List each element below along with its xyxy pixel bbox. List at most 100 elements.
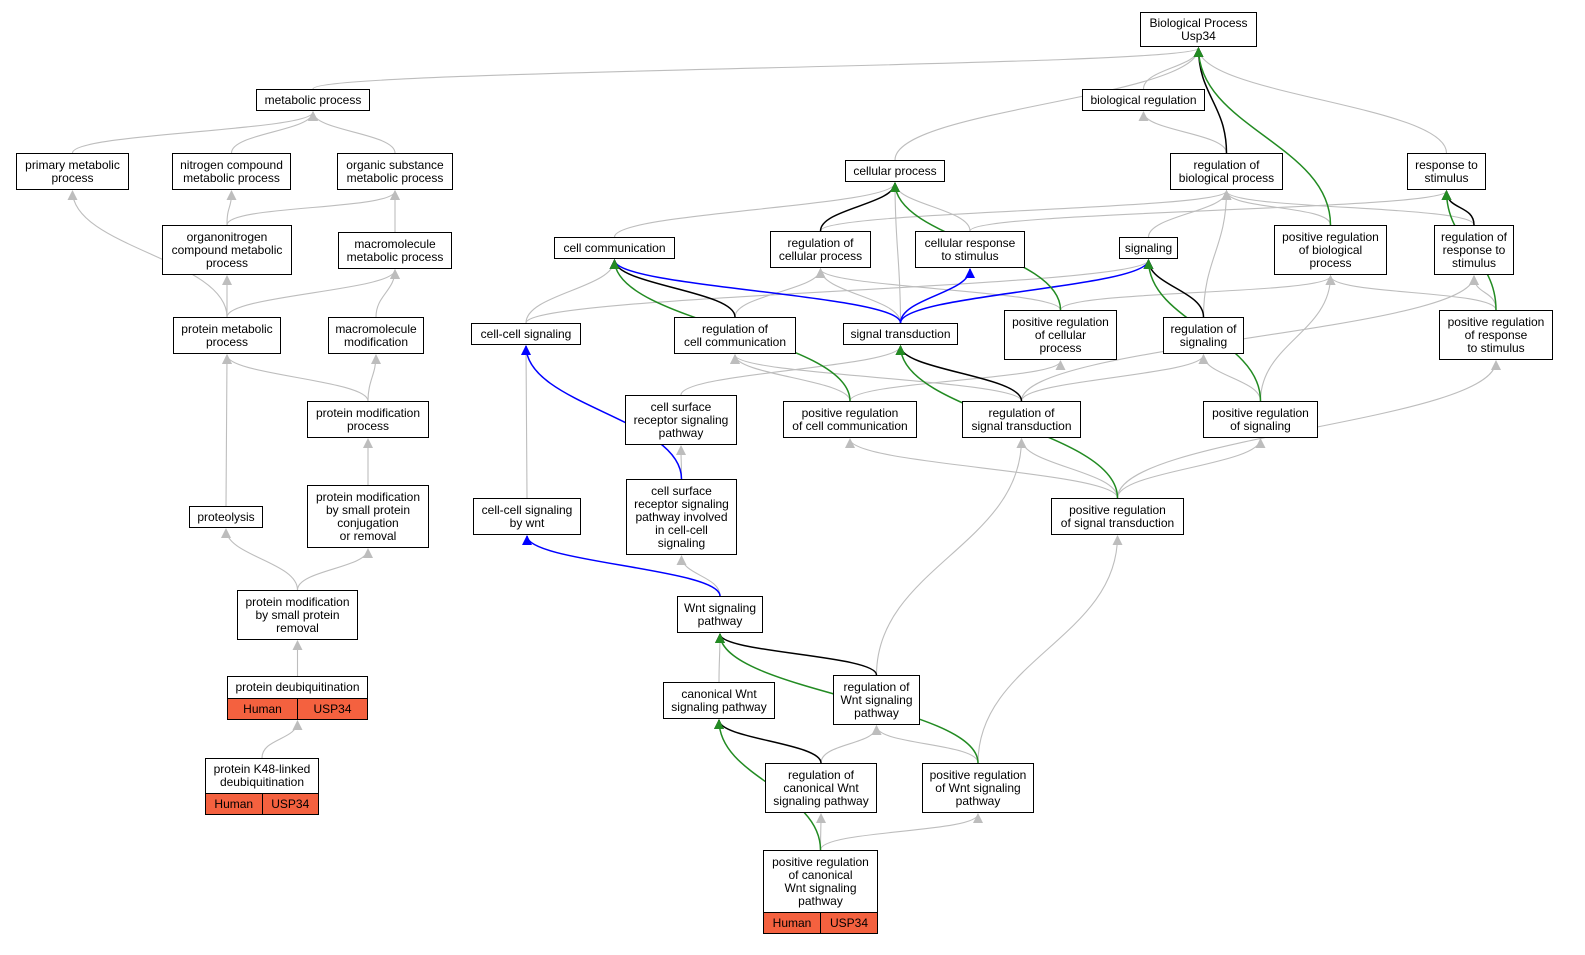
edge-is-a bbox=[819, 190, 1232, 232]
edge-is-a bbox=[871, 725, 979, 764]
edge-is-a bbox=[730, 354, 1023, 402]
term-node-signaling: signaling bbox=[1119, 237, 1178, 259]
term-node-regwnt: regulation of Wnt signaling pathway bbox=[833, 675, 920, 725]
edge-is-a bbox=[308, 111, 396, 154]
term-label: protein metabolic process bbox=[181, 321, 273, 349]
annotation-species: Human bbox=[214, 796, 254, 811]
term-node-csrsp: cell surface receptor signaling pathway bbox=[625, 395, 737, 445]
edge-is-a bbox=[819, 813, 983, 851]
edge-is-a bbox=[1059, 275, 1336, 311]
term-label: nitrogen compound metabolic process bbox=[180, 157, 283, 185]
term-node-regcellcomm: regulation of cell communication bbox=[674, 317, 796, 354]
edge-is-a bbox=[676, 555, 721, 597]
term-node-macromol: macromolecule metabolic process bbox=[338, 232, 452, 269]
edge-is-a bbox=[226, 190, 237, 226]
term-node-posregcellcomm: positive regulation of cell communicatio… bbox=[783, 401, 917, 438]
edge-part-of bbox=[521, 345, 683, 480]
term-label: organonitrogen compound metabolic proces… bbox=[171, 229, 283, 270]
term-label: positive regulation of cellular process bbox=[1012, 314, 1109, 355]
edge-is-a bbox=[261, 720, 303, 759]
annotation-species: Human bbox=[243, 701, 282, 716]
term-label: cellular response to stimulus bbox=[924, 235, 1016, 263]
edge-is-a bbox=[613, 182, 900, 238]
edge-is-a bbox=[1202, 190, 1232, 318]
edge-regulates bbox=[895, 345, 1023, 402]
edge-part-of bbox=[899, 268, 975, 324]
term-node-posregsigtrans: positive regulation of signal transducti… bbox=[1051, 498, 1184, 535]
edge-is-a bbox=[1469, 275, 1497, 311]
annotation-gene: USP34 bbox=[297, 699, 367, 719]
term-node-regresp: regulation of response to stimulus bbox=[1434, 225, 1514, 275]
edge-is-a bbox=[1198, 354, 1262, 402]
term-label: regulation of cell communication bbox=[683, 321, 787, 349]
annotation-row: Human USP34 bbox=[764, 912, 877, 933]
term-node-csrspcc: cell surface receptor signaling pathway … bbox=[626, 479, 737, 555]
edge-is-a bbox=[1193, 47, 1448, 154]
term-node-posregwnt: positive regulation of Wnt signaling pat… bbox=[922, 763, 1034, 813]
edge-is-a bbox=[1147, 190, 1232, 238]
term-label: macromolecule modification bbox=[335, 321, 417, 349]
term-label: regulation of canonical Wnt signaling pa… bbox=[773, 767, 869, 808]
term-label: regulation of biological process bbox=[1178, 157, 1275, 185]
edge-is-a bbox=[312, 47, 1204, 90]
edge-is-a bbox=[525, 259, 620, 324]
edge-is-a bbox=[1020, 275, 1479, 402]
annotation-gene: USP34 bbox=[820, 913, 877, 933]
term-node-bp: Biological Process Usp34 bbox=[1140, 12, 1257, 47]
term-node-ccsigwnt: cell-cell signaling by wnt bbox=[473, 498, 581, 535]
edge-is-a bbox=[1142, 47, 1204, 90]
annotation-species: Human bbox=[772, 915, 812, 930]
term-node-posregbio: positive regulation of biological proces… bbox=[1274, 225, 1387, 275]
term-label: protein modification by small protein re… bbox=[245, 594, 350, 635]
edge-regulates bbox=[1441, 190, 1475, 226]
edge-is-a bbox=[714, 633, 725, 683]
term-label: signal transduction bbox=[850, 326, 951, 341]
term-label: protein modification process bbox=[315, 405, 421, 433]
term-node-protmodsmall: protein modification by small protein co… bbox=[307, 485, 429, 548]
edge-is-a bbox=[1020, 354, 1209, 402]
term-node-organic: organic substance metabolic process bbox=[337, 153, 453, 190]
edge-is-a bbox=[521, 345, 532, 499]
edge-is-a bbox=[525, 259, 1154, 324]
term-label: protein deubiquitination bbox=[235, 680, 360, 694]
term-label: biological regulation bbox=[1090, 92, 1197, 107]
term-label: primary metabolic process bbox=[25, 157, 120, 185]
term-node-wnt: Wnt signaling pathway bbox=[677, 596, 763, 633]
edge-positively-regulates bbox=[1193, 47, 1332, 226]
term-label: positive regulation of canonical Wnt sig… bbox=[772, 854, 869, 908]
edge-is-a bbox=[222, 354, 369, 402]
term-label: signaling bbox=[1124, 240, 1173, 255]
annotation-gene: USP34 bbox=[261, 794, 319, 814]
edge-is-a bbox=[226, 190, 400, 226]
edge-is-a bbox=[221, 354, 232, 507]
term-label: protein modification by small protein co… bbox=[315, 489, 421, 543]
term-node-posregsig: positive regulation of signaling bbox=[1203, 401, 1318, 438]
term-label: regulation of response to stimulus bbox=[1440, 229, 1508, 270]
term-node-response: response to stimulus bbox=[1407, 153, 1486, 190]
term-node-posregcanwnt: positive regulation of canonical Wnt sig… bbox=[763, 850, 878, 934]
term-node-cellular: cellular process bbox=[845, 160, 945, 182]
term-node-regsig: regulation of signaling bbox=[1163, 317, 1244, 354]
term-label: positive regulation of Wnt signaling pat… bbox=[929, 767, 1027, 808]
term-node-cellcomm: cell communication bbox=[554, 237, 675, 259]
edge-regulates bbox=[819, 182, 900, 232]
term-node-regsigtrans: regulation of signal transduction bbox=[962, 401, 1081, 438]
term-label: protein K48-linked deubiquitination bbox=[213, 762, 311, 789]
term-node-nitrogen: nitrogen compound metabolic process bbox=[172, 153, 291, 190]
term-label: regulation of signal transduction bbox=[971, 405, 1072, 433]
edge-is-a bbox=[890, 182, 902, 324]
edge-is-a bbox=[367, 354, 381, 402]
annotation-row: Human USP34 bbox=[228, 698, 367, 719]
edge-is-a bbox=[221, 528, 299, 591]
edge-part-of bbox=[522, 535, 721, 597]
term-label: regulation of Wnt signaling pathway bbox=[840, 679, 913, 720]
term-node-bioreg: biological regulation bbox=[1082, 89, 1205, 111]
term-label: cell surface receptor signaling pathway bbox=[633, 399, 729, 440]
term-node-protmodremoval: protein modification by small protein re… bbox=[237, 590, 358, 640]
term-node-regcell: regulation of cellular process bbox=[770, 231, 871, 268]
term-node-posregresp: positive regulation of response to stimu… bbox=[1439, 310, 1553, 360]
